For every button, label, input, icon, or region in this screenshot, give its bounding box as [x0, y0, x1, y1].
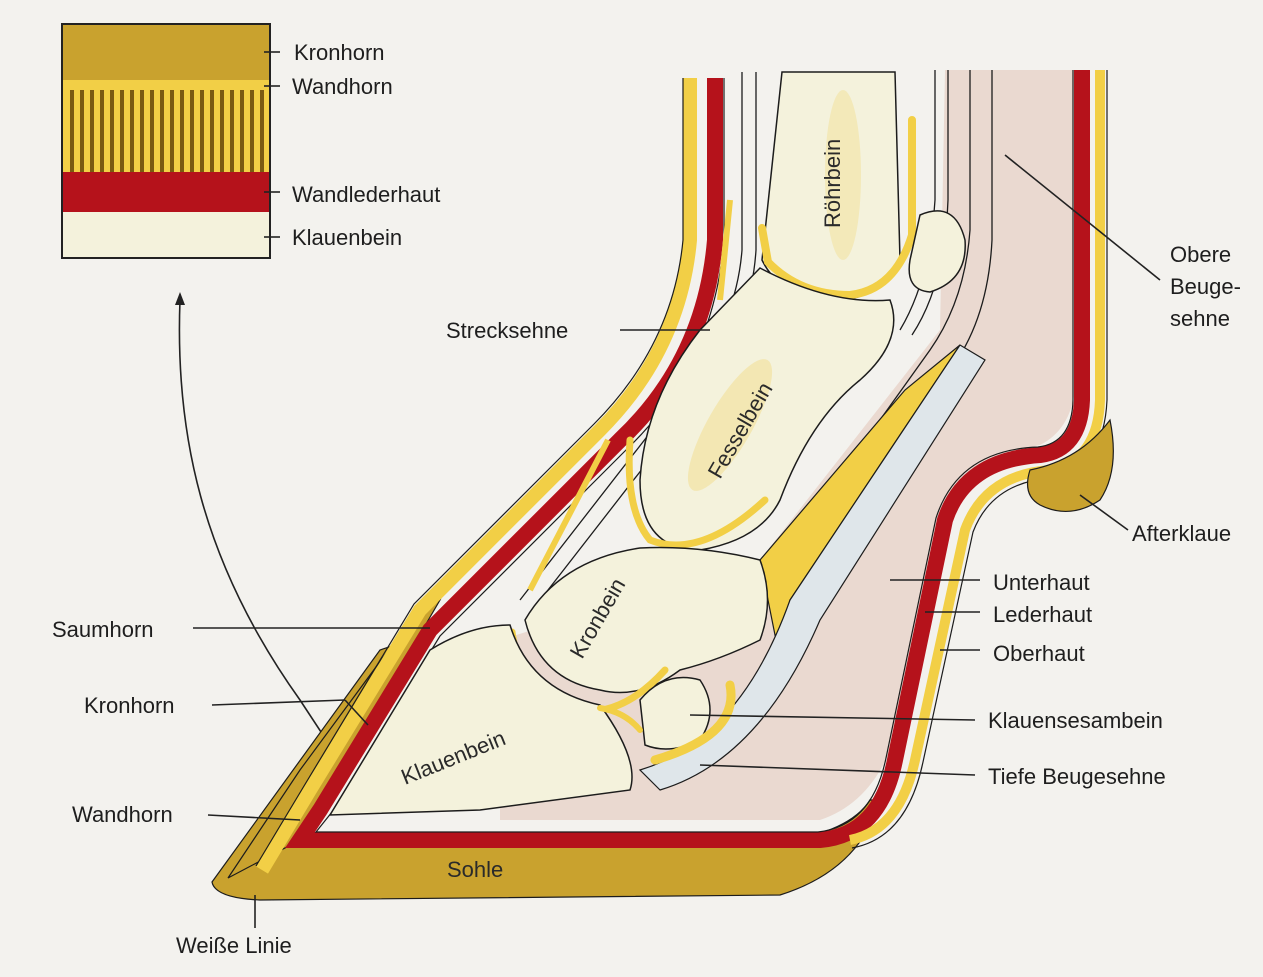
inset-pointer-arrow [175, 292, 346, 770]
label-obere-beugesehne-1: Obere [1170, 242, 1231, 267]
inset-lamella [230, 90, 234, 172]
inset-lamella [90, 90, 94, 172]
inset-wandlederhaut-band [63, 172, 269, 212]
inset-lamella [200, 90, 204, 172]
label-afterklaue: Afterklaue [1132, 521, 1231, 546]
inset-lamella [150, 90, 154, 172]
inset-label-wandlederhaut: Wandlederhaut [292, 182, 440, 207]
label-strecksehne: Strecksehne [446, 318, 568, 343]
inset-lamella [240, 90, 244, 172]
inset-lamella [250, 90, 254, 172]
inset-wall-detail: Kronhorn Wandhorn Wandlederhaut Klauenbe… [62, 24, 440, 258]
inset-lamella [110, 90, 114, 172]
label-obere-beugesehne-3: sehne [1170, 306, 1230, 331]
label-lederhaut: Lederhaut [993, 602, 1092, 627]
inset-label-wandhorn: Wandhorn [292, 74, 393, 99]
label-saumhorn: Saumhorn [52, 617, 154, 642]
inset-wandhorn-band [63, 80, 269, 90]
inset-label-klauenbein: Klauenbein [292, 225, 402, 250]
inset-lamella [170, 90, 174, 172]
label-wandhorn: Wandhorn [72, 802, 173, 827]
inset-lamella [210, 90, 214, 172]
inset-lamella [80, 90, 84, 172]
inset-lamella [70, 90, 74, 172]
label-tiefe-beugesehne: Tiefe Beugesehne [988, 764, 1166, 789]
inset-kronhorn-band [63, 25, 269, 80]
inset-lamella [120, 90, 124, 172]
label-oberhaut: Oberhaut [993, 641, 1085, 666]
bone-label-sohle: Sohle [447, 857, 503, 882]
label-klauensesambein: Klauensesambein [988, 708, 1163, 733]
inset-wandhorn-lamellae [63, 90, 269, 174]
inset-lamella [190, 90, 194, 172]
inset-lamella [220, 90, 224, 172]
label-kronhorn: Kronhorn [84, 693, 175, 718]
inset-label-kronhorn: Kronhorn [294, 40, 385, 65]
label-obere-beugesehne-2: Beuge- [1170, 274, 1241, 299]
inset-lamella [180, 90, 184, 172]
label-weisse-linie: Weiße Linie [176, 933, 292, 958]
inset-klauenbein-band [63, 212, 269, 257]
label-unterhaut: Unterhaut [993, 570, 1090, 595]
inset-lamella [140, 90, 144, 172]
inset-lamella [160, 90, 164, 172]
inset-lamella [260, 90, 264, 172]
inset-lamella [100, 90, 104, 172]
inset-lamella [130, 90, 134, 172]
bone-label-roehrbein: Röhrbein [820, 139, 845, 228]
